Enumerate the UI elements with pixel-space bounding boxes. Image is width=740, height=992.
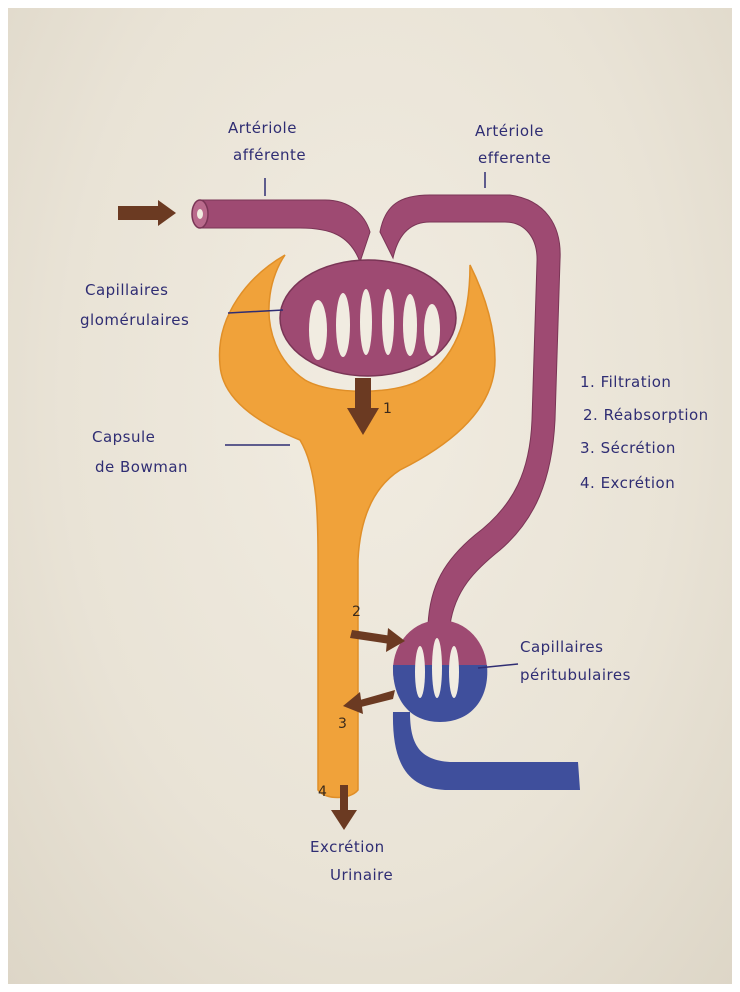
peritubular-label-line1: Capillaires: [520, 638, 603, 656]
efferent-label-line1: Artériole: [475, 122, 544, 140]
afferent-label-line1: Artériole: [228, 119, 297, 137]
legend-item-reabsorption: 2. Réabsorption: [583, 406, 709, 424]
afferent-label-line2: afférente: [233, 146, 306, 164]
glomerular-label-line2: glomérulaires: [80, 311, 189, 329]
capsule-label-line2: de Bowman: [95, 458, 188, 476]
marker-3: 3: [338, 716, 347, 732]
excretion-label-line2: Urinaire: [330, 866, 393, 884]
legend-item-excretion: 4. Excrétion: [580, 474, 675, 492]
legend-item-secretion: 3. Sécrétion: [580, 439, 676, 457]
capsule-label-line1: Capsule: [92, 428, 155, 446]
marker-1: 1: [383, 401, 392, 417]
efferent-label-line2: efferente: [478, 149, 551, 167]
legend-item-filtration: 1. Filtration: [580, 373, 671, 391]
glomerulus: [280, 260, 456, 376]
venule: [393, 712, 580, 790]
process-legend: 1. Filtration 2. Réabsorption 3. Sécréti…: [580, 373, 709, 492]
peritubular-label-line2: péritubulaires: [520, 666, 631, 684]
glomerular-label-line1: Capillaires: [85, 281, 168, 299]
inflow-arrow: [118, 200, 176, 226]
marker-2: 2: [352, 604, 361, 620]
afferent-arteriole: [192, 200, 370, 262]
excretion-label-line1: Excrétion: [310, 838, 385, 856]
marker-4: 4: [318, 784, 327, 800]
